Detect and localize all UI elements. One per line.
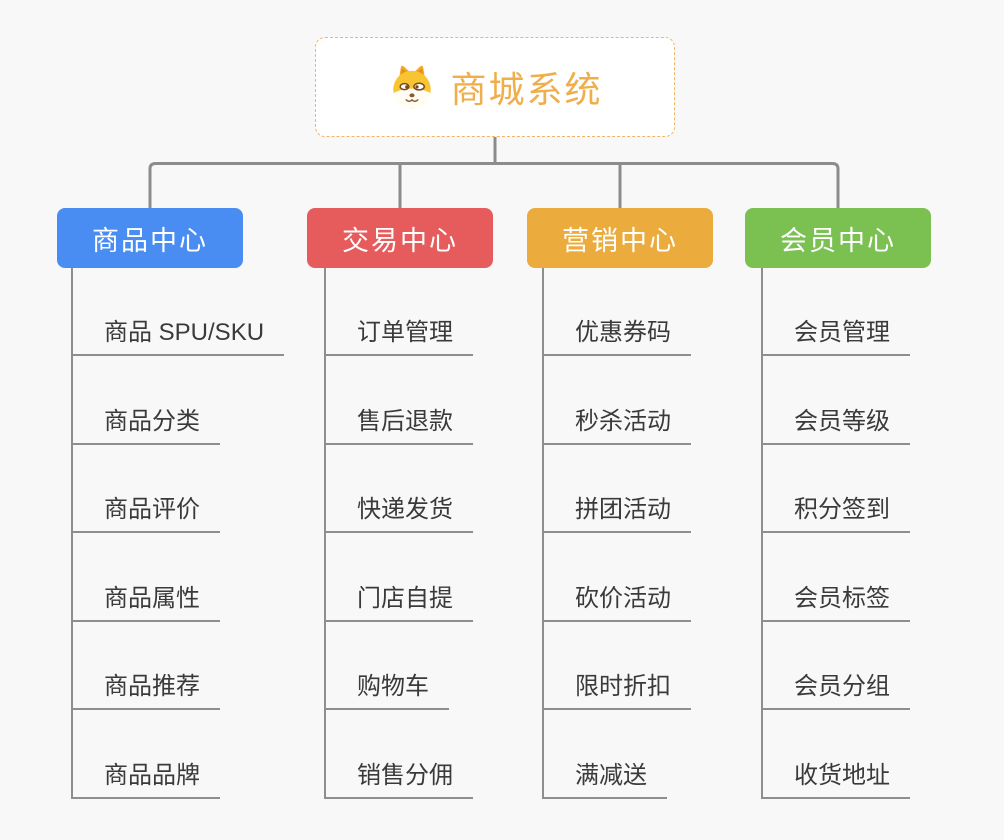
branch-node-trade-center[interactable]: 交易中心 xyxy=(307,208,493,268)
branch-node-member-center[interactable]: 会员中心 xyxy=(745,208,931,268)
child-node[interactable]: 限时折扣 xyxy=(542,672,691,710)
child-node[interactable]: 会员等级 xyxy=(761,407,910,445)
child-node[interactable]: 优惠券码 xyxy=(542,318,691,356)
child-node[interactable]: 门店自提 xyxy=(324,584,473,622)
child-node[interactable]: 商品 SPU/SKU xyxy=(71,318,285,356)
child-node[interactable]: 订单管理 xyxy=(324,318,473,356)
child-node[interactable]: 会员管理 xyxy=(761,318,910,356)
child-node[interactable]: 商品品牌 xyxy=(71,761,220,799)
child-node[interactable]: 快递发货 xyxy=(324,495,473,533)
child-node[interactable]: 销售分佣 xyxy=(324,761,473,799)
dog-face-icon xyxy=(387,62,437,112)
branch-label: 交易中心 xyxy=(342,225,458,256)
child-node[interactable]: 积分签到 xyxy=(761,495,910,533)
child-node[interactable]: 砍价活动 xyxy=(542,584,691,622)
child-node[interactable]: 满减送 xyxy=(542,761,667,799)
child-node[interactable]: 收货地址 xyxy=(761,761,910,799)
branch-node-product-center[interactable]: 商品中心 xyxy=(57,208,243,268)
child-node[interactable]: 商品推荐 xyxy=(71,672,220,710)
child-node[interactable]: 商品分类 xyxy=(71,407,220,445)
child-node[interactable]: 售后退款 xyxy=(324,407,473,445)
branch-label: 营销中心 xyxy=(562,225,678,256)
branch-label: 会员中心 xyxy=(780,225,896,256)
root-node[interactable]: 商城系统 xyxy=(315,37,675,137)
branch-node-marketing-center[interactable]: 营销中心 xyxy=(527,208,713,268)
child-node[interactable]: 商品评价 xyxy=(71,495,220,533)
child-node[interactable]: 商品属性 xyxy=(71,584,220,622)
child-node[interactable]: 拼团活动 xyxy=(542,495,691,533)
root-node-label: 商城系统 xyxy=(450,69,603,110)
child-node[interactable]: 购物车 xyxy=(324,672,449,710)
child-node[interactable]: 会员标签 xyxy=(761,584,910,622)
child-node[interactable]: 会员分组 xyxy=(761,672,910,710)
branch-label: 商品中心 xyxy=(92,225,208,256)
child-node[interactable]: 秒杀活动 xyxy=(542,407,691,445)
